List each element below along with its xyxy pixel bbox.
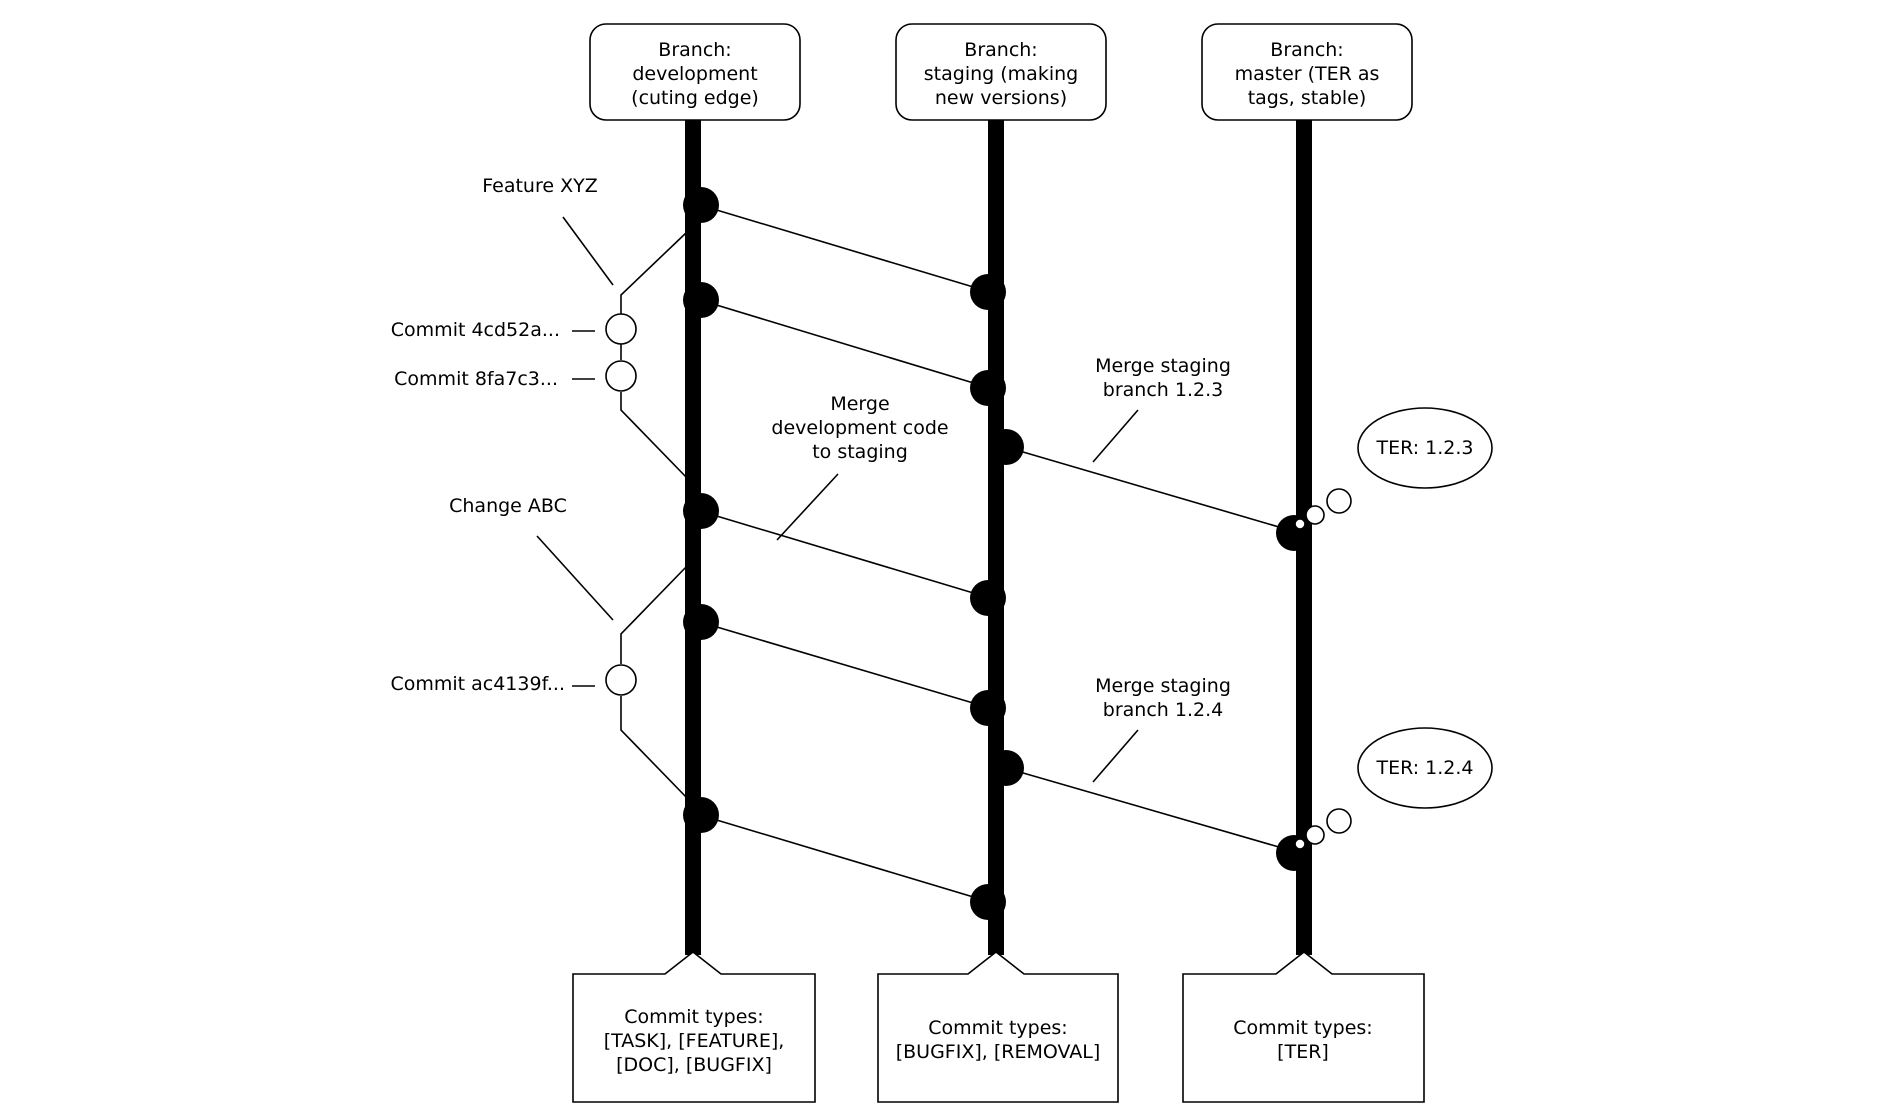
annotation-line: to staging	[812, 441, 908, 463]
staging-commit-dot	[970, 274, 1006, 310]
staging-commit-dot	[970, 370, 1006, 406]
branch-header-line: staging (making	[924, 63, 1078, 85]
commit-types-line: [BUGFIX], [REMOVAL]	[896, 1041, 1101, 1063]
branch-header-line: development	[632, 63, 757, 85]
master-tag-dot	[1276, 515, 1312, 551]
ter-tag-124: TER: 1.2.4	[1294, 727, 1493, 850]
commit-types-line: Commit types:	[624, 1006, 763, 1028]
merge-line	[699, 621, 991, 709]
feature-commit-circle	[605, 360, 637, 392]
change-commit-label: Commit ac4139f...	[390, 673, 565, 695]
branch-header-development: Branch: development (cuting edge)	[589, 23, 801, 121]
branch-header-line: Branch:	[658, 39, 731, 61]
merge-line	[699, 510, 991, 599]
thought-bubble-dot	[1305, 505, 1325, 525]
annotation-pointer	[1092, 409, 1139, 463]
staging-commit-dot	[970, 580, 1006, 616]
change-commit-circle	[605, 664, 637, 696]
commit-types-line: Commit types:	[928, 1017, 1067, 1039]
development-commit-dot	[683, 187, 719, 223]
development-commit-dot	[683, 282, 719, 318]
commit-types-line: [DOC], [BUGFIX]	[616, 1054, 772, 1076]
branch-header-line: new versions)	[935, 87, 1067, 109]
ter-bubble	[1357, 407, 1493, 489]
annotation-line: Merge staging	[1095, 355, 1231, 377]
annotation-line: Merge staging	[1095, 675, 1231, 697]
change-label: Change ABC	[449, 495, 567, 517]
master-tag-dot	[1276, 835, 1312, 871]
branch-header-line: Branch:	[964, 39, 1037, 61]
ter-tag-123: TER: 1.2.3	[1294, 407, 1493, 530]
staging-commit-dot	[988, 429, 1024, 465]
annotation-pointer	[1092, 729, 1139, 783]
thought-bubble-dot	[1326, 808, 1352, 834]
commit-types-line: Commit types:	[1233, 1017, 1372, 1039]
branch-header-staging: Branch: staging (making new versions)	[895, 23, 1107, 121]
staging-commit-dot	[970, 884, 1006, 920]
branch-header-line: tags, stable)	[1248, 87, 1367, 109]
merge-line	[699, 814, 991, 903]
merge-line	[699, 204, 991, 293]
feature-commit-label: Commit 4cd52a...	[391, 319, 560, 341]
feature-commit-label: Commit 8fa7c3...	[394, 368, 558, 390]
change-label-pointer	[536, 535, 614, 621]
branch-header-line: Branch:	[1270, 39, 1343, 61]
commit-types-line: [TASK], [FEATURE],	[604, 1030, 785, 1052]
feature-branch: Feature XYZ Commit 4cd52a... Commit 8fa7…	[391, 175, 688, 479]
feature-label: Feature XYZ	[482, 175, 597, 197]
annotation-line: Merge	[830, 393, 889, 415]
annotation-line: development code	[771, 417, 948, 439]
change-branch: Change ABC Commit ac4139f...	[390, 495, 688, 799]
annotation-pointer	[776, 473, 839, 541]
merge-development-annotation: Merge development code to staging	[771, 393, 949, 541]
commit-types-master: Commit types: [TER]	[1182, 950, 1425, 1103]
branch-header-master: Branch: master (TER as tags, stable)	[1201, 23, 1413, 121]
annotation-line: branch 1.2.3	[1103, 379, 1223, 401]
ter-bubble	[1357, 727, 1493, 809]
commit-types-staging: Commit types: [BUGFIX], [REMOVAL]	[877, 950, 1119, 1103]
development-commit-dot	[683, 604, 719, 640]
merge-staging-123-annotation: Merge staging branch 1.2.3	[1092, 355, 1231, 463]
ter-label: TER: 1.2.3	[1375, 437, 1473, 459]
feature-label-pointer	[562, 216, 614, 286]
commit-types-line: [TER]	[1277, 1041, 1329, 1063]
annotation-line: branch 1.2.4	[1103, 699, 1223, 721]
release-merge-line	[1005, 446, 1297, 533]
commit-types-development: Commit types: [TASK], [FEATURE], [DOC], …	[572, 950, 816, 1103]
thought-bubble-dot	[1294, 838, 1306, 850]
branch-header-line: master (TER as	[1235, 63, 1380, 85]
merge-line	[699, 299, 991, 389]
feature-commit-circle	[605, 313, 637, 345]
development-commit-dot	[683, 797, 719, 833]
thought-bubble-dot	[1305, 825, 1325, 845]
staging-commit-dot	[970, 690, 1006, 726]
thought-bubble-dot	[1326, 488, 1352, 514]
development-commit-dot	[683, 493, 719, 529]
merge-staging-124-annotation: Merge staging branch 1.2.4	[1092, 675, 1231, 783]
ter-label: TER: 1.2.4	[1375, 757, 1473, 779]
staging-commit-dot	[988, 750, 1024, 786]
branch-header-line: (cuting edge)	[631, 87, 759, 109]
thought-bubble-dot	[1294, 518, 1306, 530]
release-merge-line	[1005, 767, 1297, 853]
